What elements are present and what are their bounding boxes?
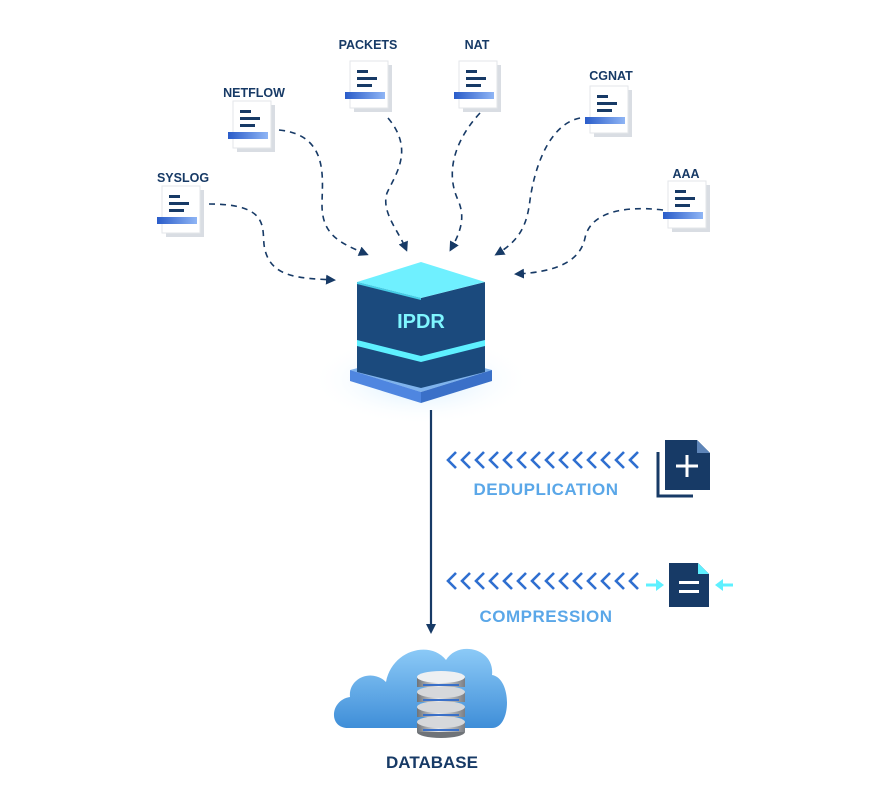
source-label-packets: PACKETS — [339, 38, 398, 52]
source-connectors — [208, 112, 664, 285]
hub-stripe — [357, 340, 485, 362]
source-syslog: SYSLOG — [156, 171, 209, 238]
ipdr-hub: IPDR — [311, 262, 531, 425]
packets-document-icon — [344, 60, 393, 113]
connector-nat — [449, 112, 481, 252]
aaa-document-icon — [662, 180, 711, 233]
process-compression: COMPRESSION — [446, 563, 733, 626]
compress-chevrons — [446, 571, 640, 591]
source-label-aaa: AAA — [672, 167, 699, 181]
connector-syslog — [208, 203, 336, 285]
source-label-nat: NAT — [465, 38, 490, 52]
source-packets: PACKETS — [339, 38, 398, 113]
process-label-deduplication: DEDUPLICATION — [473, 480, 618, 499]
source-cgnat: CGNAT — [584, 69, 633, 138]
process-label-compression: COMPRESSION — [479, 607, 612, 626]
database-label: DATABASE — [386, 753, 478, 772]
hub-body — [357, 282, 485, 388]
database-cylinder — [417, 671, 465, 738]
hub-base-left — [350, 370, 421, 403]
connector-packets — [385, 117, 408, 252]
document-compress-icon — [646, 563, 733, 607]
document-copy-plus-icon — [656, 440, 710, 498]
hub-base-right — [421, 370, 492, 403]
dedup-chevrons — [446, 450, 640, 470]
source-label-cgnat: CGNAT — [589, 69, 633, 83]
connector-netflow — [278, 129, 369, 256]
source-aaa: AAA — [662, 167, 711, 233]
source-netflow: NETFLOW — [223, 86, 285, 153]
process-deduplication: DEDUPLICATION — [446, 440, 710, 499]
hub-top-face — [357, 262, 485, 298]
hub-label: IPDR — [397, 311, 445, 333]
source-nat: NAT — [453, 38, 502, 113]
source-label-netflow: NETFLOW — [223, 86, 285, 100]
connector-cgnat — [494, 117, 581, 256]
netflow-document-icon — [227, 100, 276, 153]
syslog-document-icon — [156, 185, 205, 238]
connector-aaa — [514, 207, 664, 279]
cgnat-document-icon — [584, 85, 633, 138]
nat-document-icon — [453, 60, 502, 113]
source-label-syslog: SYSLOG — [157, 171, 209, 185]
cloud-database-icon: DATABASE — [333, 648, 507, 772]
